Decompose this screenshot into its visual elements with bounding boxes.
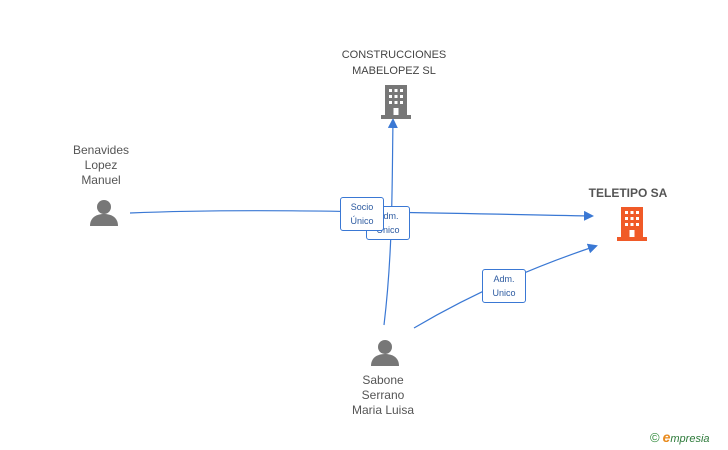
benavides-name-line-1: Benavides [72,143,130,157]
copyright-symbol: © [650,430,660,445]
edge-label-line: Adm. [493,274,515,284]
edge-label-line: Adm. [377,211,399,221]
edge-label-socio-unico[interactable]: Socio Único [340,197,384,231]
benavides-name-line-3: Manuel [81,173,121,187]
edge-label-line: Unico [376,225,400,235]
person-icon[interactable] [89,198,119,228]
teletipo-label[interactable]: TELETIPO SA [558,186,698,201]
construcciones-name-line-2: MABELOPEZ SL [352,65,436,77]
edge-benavides-teletipo [129,210,594,221]
sabone-label[interactable]: Sabone Serrano Maria Luisa [313,373,453,418]
edge-label-line: Socio [350,202,374,212]
teletipo-name: TELETIPO SA [588,186,668,200]
sabone-name-line-1: Sabone [362,373,404,387]
benavides-name-line-2: Lopez [84,158,118,172]
benavides-label[interactable]: Benavides Lopez Manuel [31,143,171,188]
sabone-name-line-3: Maria Luisa [351,403,415,417]
empresia-watermark: ©empresia [650,429,710,445]
person-icon[interactable] [370,338,400,368]
sabone-name-line-2: Serrano [361,388,405,402]
construcciones-label[interactable]: CONSTRUCCIONES MABELOPEZ SL [324,47,464,79]
brand-name: mpresia [670,433,710,445]
brand-initial: e [662,429,671,445]
construcciones-name-line-1: CONSTRUCCIONES [341,49,447,61]
edge-label-line: Unico [492,288,516,298]
edge-label-line: Único [350,216,374,226]
building-icon[interactable] [616,206,648,242]
edge-label-adm-teletipo[interactable]: Adm. Unico [482,269,526,303]
building-icon[interactable] [380,84,412,120]
